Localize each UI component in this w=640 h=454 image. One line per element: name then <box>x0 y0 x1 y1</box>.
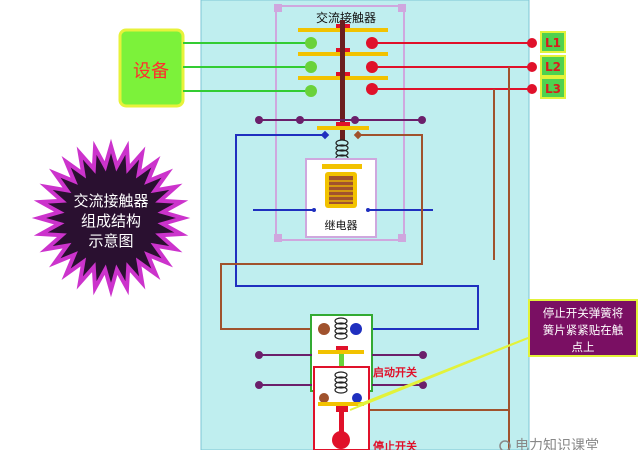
switch-rails <box>255 351 427 389</box>
callout-pointer <box>349 337 529 411</box>
contactor-title: 交流接触器 <box>316 10 376 25</box>
svg-text:L2: L2 <box>545 60 561 74</box>
callout-line-2: 簧片紧紧贴在触 <box>543 323 624 337</box>
watermark: 电力知识课堂 <box>499 437 599 454</box>
device-label: 设备 <box>133 61 169 82</box>
auxiliary-contacts <box>255 116 426 140</box>
callout-line-3: 点上 <box>572 340 595 354</box>
start-switch-label: 启动开关 <box>373 365 417 379</box>
starburst-badge <box>31 138 191 298</box>
phase-wires <box>372 42 532 90</box>
armature-shaft <box>340 20 345 140</box>
relay-label: 继电器 <box>325 219 358 232</box>
relay-coil <box>312 172 370 212</box>
svg-text:电力知识课堂: 电力知识课堂 <box>515 437 599 450</box>
callout-line-1: 停止开关弹簧将 <box>543 306 624 320</box>
phase-terminal-l2: L2 <box>527 55 566 77</box>
svg-text:L3: L3 <box>545 82 561 96</box>
brown-control-wire <box>220 67 510 450</box>
stop-switch-label: 停止开关 <box>373 439 417 450</box>
phase-terminal-l3: L3 <box>527 77 566 99</box>
star-label-line-3: 示意图 <box>88 232 133 250</box>
star-label-line-2: 组成结构 <box>81 212 141 230</box>
star-label-line-1: 交流接触器 <box>73 192 148 210</box>
stop-switch <box>313 366 370 451</box>
callout-box <box>528 299 638 357</box>
device-wires <box>183 42 311 92</box>
relay-core-bar <box>322 164 362 169</box>
svg-text:L1: L1 <box>545 36 561 50</box>
phase-terminal-l1: L1 <box>527 31 566 53</box>
frame-corners <box>274 4 406 242</box>
contactor-frame <box>275 5 405 241</box>
